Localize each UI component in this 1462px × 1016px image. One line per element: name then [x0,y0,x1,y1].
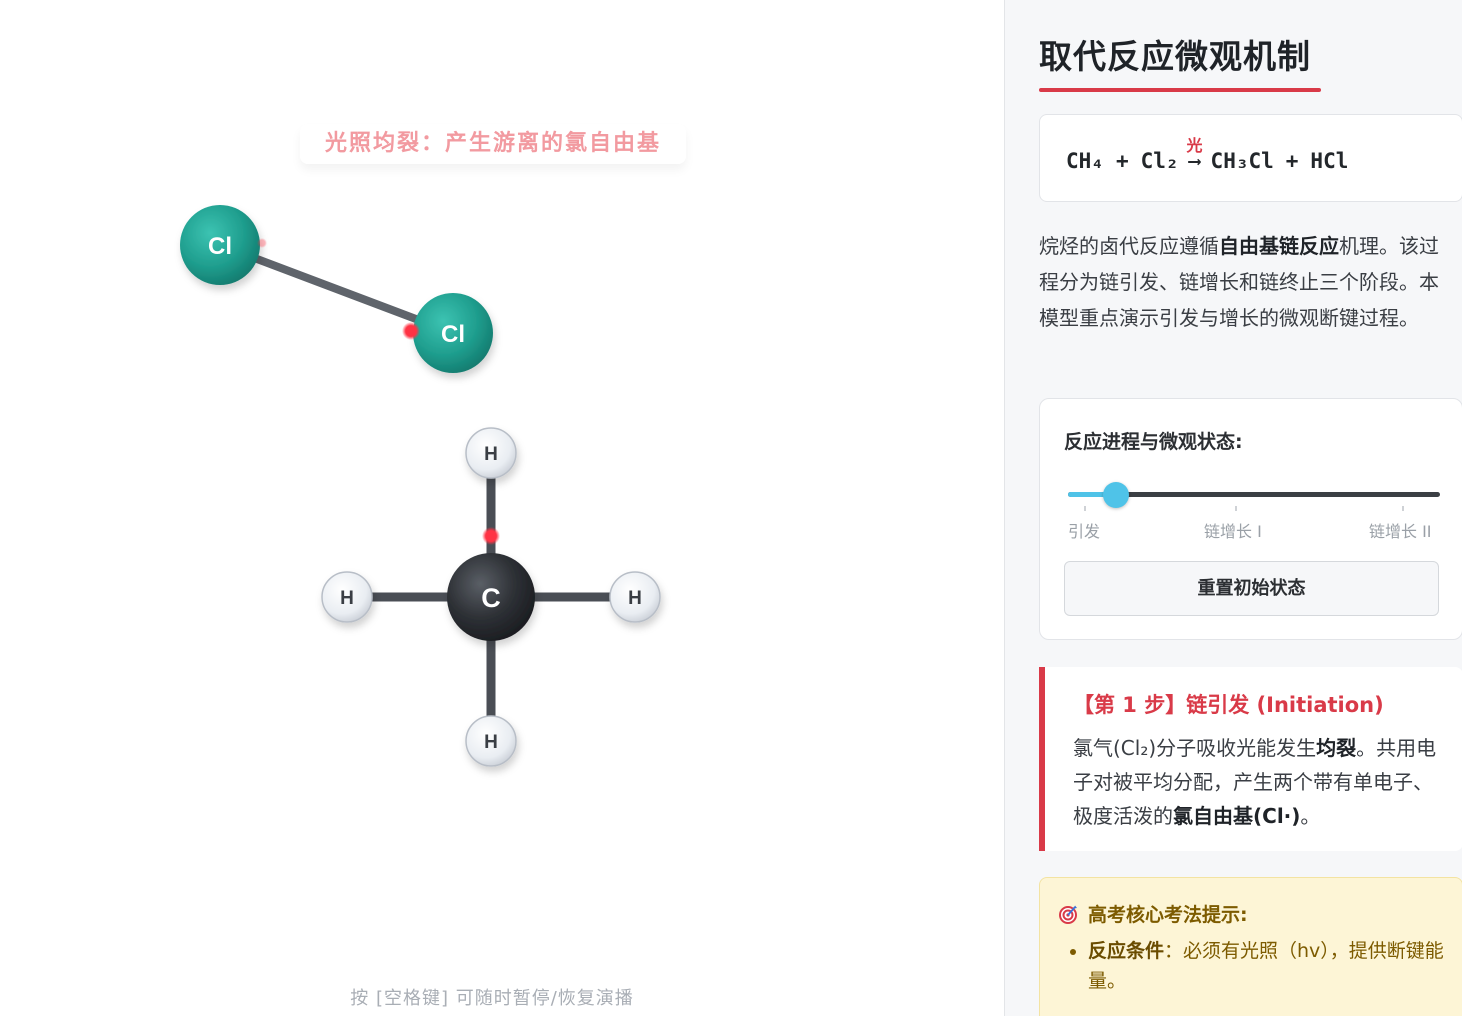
tip-item: 反应条件：必须有光照（hv），提供断键能量。 [1088,936,1444,996]
reset-button[interactable]: 重置初始状态 [1064,561,1439,616]
chlorine-atom-1: Cl [180,205,260,285]
step-title: 【第 1 步】链引发 (Initiation) [1073,693,1384,717]
tip-title: 高考核心考法提示: [1058,900,1248,927]
progress-slider-thumb[interactable] [1103,482,1130,508]
tick-label-initiation[interactable]: 引发 [1068,522,1101,541]
info-sidebar: 取代反应微观机制 CH₄ + Cl₂ 光 ⟶ CH₃Cl + HCl 烷烃的卤代… [1004,0,1462,1016]
molecule-canvas: Cl Cl H H H H C [180,205,661,767]
svg-text:H: H [484,444,498,465]
product-hcl: HCl [1310,149,1349,173]
title-underline [1039,88,1321,92]
svg-text:Cl: Cl [441,321,465,348]
radical-electron-c-h [482,527,500,545]
plus-sign: + [1285,149,1299,173]
tip-list: 反应条件：必须有光照（hv），提供断键能量。 [1088,936,1444,996]
chemical-equation: CH₄ + Cl₂ 光 ⟶ CH₃Cl + HCl [1066,137,1349,177]
progress-slider-fill [1068,492,1117,497]
svg-text:H: H [340,588,354,609]
scene-caption: 光照均裂：产生游离的氯自由基 [300,124,686,164]
hydrogen-atom-bottom: H [465,715,517,767]
tick-mark [1084,506,1086,511]
hydrogen-atom-right: H [609,571,661,623]
cl-cl-bond [216,241,457,337]
progress-control-card: 反应进程与微观状态: 引发 链增长 I 链增长 II 重置初始状态 [1039,398,1462,640]
progress-slider-track[interactable] [1068,492,1440,497]
radical-electron-2 [402,322,420,340]
step-description: 氯气(Cl₂)分子吸收光能发生均裂。共用电子对被平均分配，产生两个带有单电子、极… [1073,736,1437,828]
reaction-arrow: 光 ⟶ [1186,136,1203,172]
target-icon [1059,905,1077,924]
product-chloromethane: CH₃Cl [1210,149,1274,173]
mechanism-description: 烷烃的卤代反应遵循自由基链反应机理。该过程分为链引发、链增长和链终止三个阶段。本… [1039,234,1439,330]
arrow-icon: ⟶ [1189,151,1200,172]
tick-label-propagation-2[interactable]: 链增长 II [1369,522,1432,541]
tick-label-propagation-1[interactable]: 链增长 I [1204,522,1262,541]
hydrogen-atom-left: H [321,571,373,623]
exam-tip-card: 高考核心考法提示: 反应条件：必须有光照（hv），提供断键能量。 [1039,877,1462,1016]
plus-sign: + [1115,149,1129,173]
reactant-chlorine: Cl₂ [1140,149,1179,173]
svg-text:C: C [481,583,501,613]
keyboard-hint: 按 [空格键] 可随时暂停/恢复演播 [350,988,634,1009]
carbon-atom: C [447,553,535,641]
tip-title-text: 高考核心考法提示: [1088,904,1248,926]
tick-mark [1402,506,1404,511]
svg-text:H: H [484,732,498,753]
reactant-methane: CH₄ [1066,149,1104,173]
svg-text:H: H [628,588,642,609]
equation-card: CH₄ + Cl₂ 光 ⟶ CH₃Cl + HCl [1039,114,1462,202]
chlorine-atom-2: Cl [413,293,493,373]
svg-text:Cl: Cl [208,233,232,260]
progress-title: 反应进程与微观状态: [1064,431,1243,453]
hydrogen-atom-top: H [465,427,517,479]
step-info-card: 【第 1 步】链引发 (Initiation) 氯气(Cl₂)分子吸收光能发生均… [1039,667,1462,851]
reaction-condition: 光 [1186,136,1203,155]
simulation-stage[interactable]: Cl Cl H H H H C 光 [0,0,1004,1016]
tick-mark [1235,506,1237,511]
radical-electron-1 [257,238,267,248]
page-title: 取代反应微观机制 [1039,37,1311,76]
